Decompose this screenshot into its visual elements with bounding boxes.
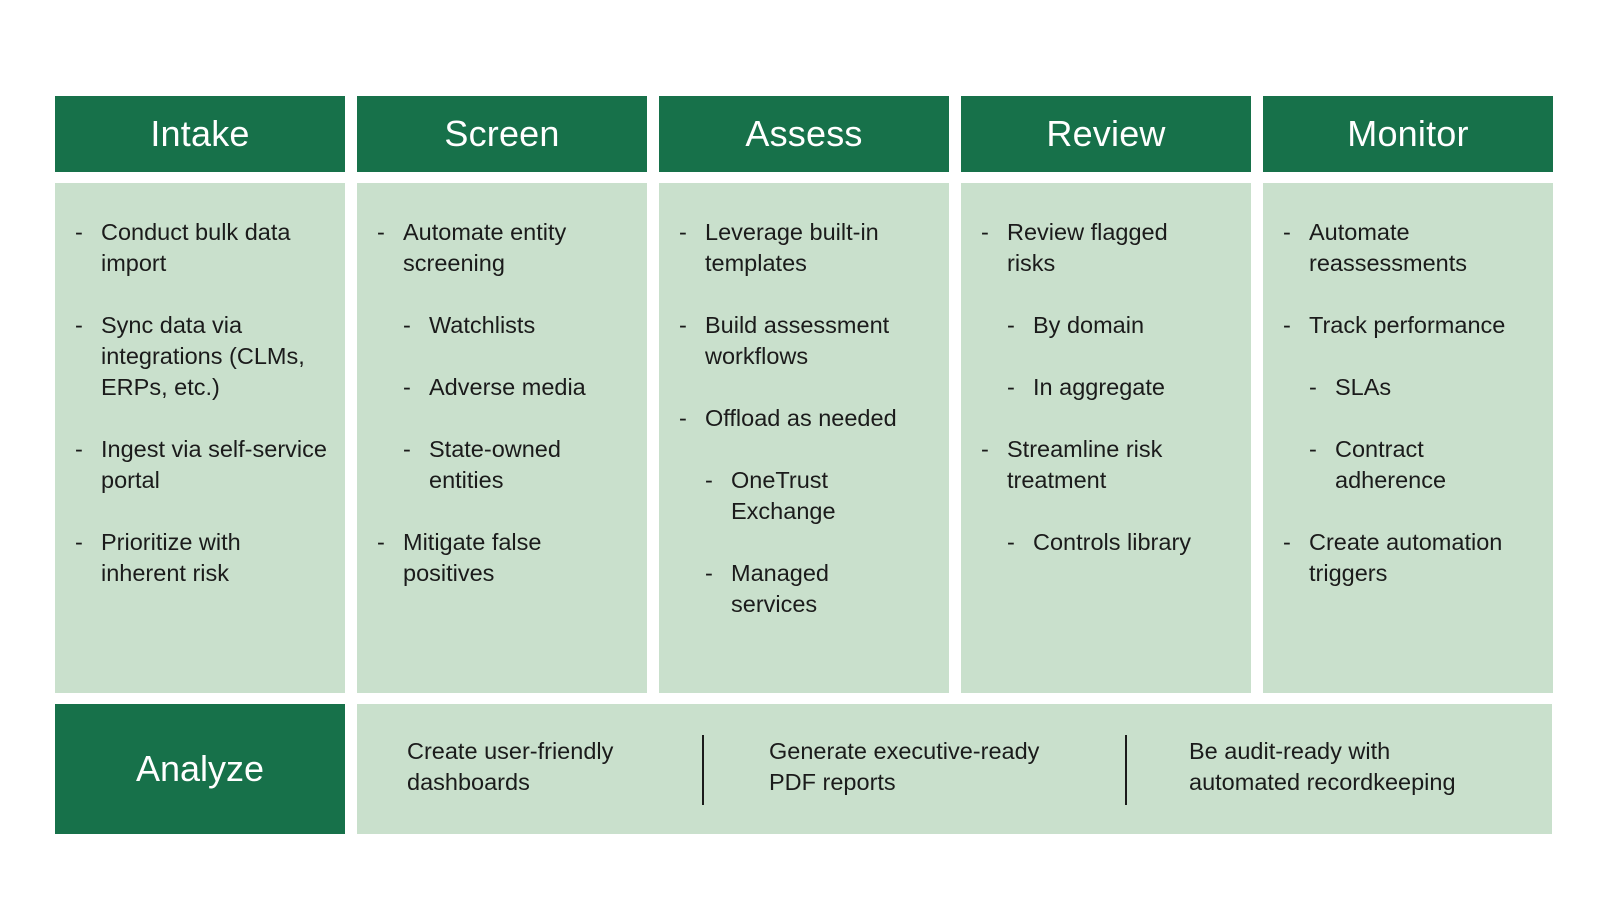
list-subitem: -Managed services bbox=[705, 560, 829, 617]
column-panel-screen: -Automate entity screening -Watchlists -… bbox=[357, 183, 647, 693]
bullet-dash: - bbox=[377, 529, 385, 555]
bullet-dash: - bbox=[403, 374, 411, 400]
column-panel-intake: -Conduct bulk data import -Sync data via… bbox=[55, 183, 345, 693]
bullet-dash: - bbox=[75, 312, 83, 338]
list-item: -Conduct bulk data import bbox=[75, 219, 291, 276]
list-subitem: -Contract adherence bbox=[1309, 436, 1447, 493]
list-item: -Mitigate false positives bbox=[377, 529, 542, 586]
bullet-dash: - bbox=[705, 467, 713, 493]
divider bbox=[702, 735, 704, 805]
analyze-item: Create user-friendly dashboards bbox=[407, 738, 614, 795]
bullet-dash: - bbox=[1283, 312, 1291, 338]
bullet-dash: - bbox=[75, 219, 83, 245]
analyze-panel: Create user-friendly dashboards Generate… bbox=[357, 704, 1552, 834]
list-subitem: -Watchlists bbox=[403, 310, 629, 341]
list-item: -Sync data via integrations (CLMs, ERPs,… bbox=[75, 312, 305, 400]
bullet-dash: - bbox=[679, 312, 687, 338]
bullet-dash: - bbox=[403, 436, 411, 462]
bullet-dash: - bbox=[981, 219, 989, 245]
analyze-header: Analyze bbox=[55, 704, 345, 834]
list-item: -Automate reassessments bbox=[1283, 219, 1468, 276]
bullet-dash: - bbox=[679, 405, 687, 431]
list-item: -Review flagged risks bbox=[981, 219, 1168, 276]
analyze-item: Be audit-ready with automated recordkeep… bbox=[1189, 738, 1456, 795]
bullet-dash: - bbox=[377, 219, 385, 245]
list-item: -Streamline risk treatment bbox=[981, 436, 1163, 493]
list-item: -Offload as needed bbox=[679, 403, 945, 434]
bullet-dash: - bbox=[1309, 436, 1317, 462]
bullet-dash: - bbox=[75, 436, 83, 462]
column-header-assess: Assess bbox=[659, 96, 949, 172]
column-header-intake: Intake bbox=[55, 96, 345, 172]
list-item: -Leverage built-in templates bbox=[679, 219, 879, 276]
list-subitem: -Adverse media bbox=[403, 372, 629, 403]
bullet-dash: - bbox=[75, 529, 83, 555]
list-item: -Automate entity screening bbox=[377, 219, 567, 276]
bullet-dash: - bbox=[1283, 529, 1291, 555]
list-subitem: -OneTrust Exchange bbox=[705, 467, 836, 524]
bullet-dash: - bbox=[1007, 312, 1015, 338]
column-panel-monitor: -Automate reassessments -Track performan… bbox=[1263, 183, 1553, 693]
column-header-screen: Screen bbox=[357, 96, 647, 172]
list-subitem: -Controls library bbox=[1007, 527, 1253, 558]
bullet-dash: - bbox=[981, 436, 989, 462]
bullet-dash: - bbox=[1007, 529, 1015, 555]
list-item: -Build assessment workflows bbox=[679, 312, 890, 369]
column-header-review: Review bbox=[961, 96, 1251, 172]
column-panel-assess: -Leverage built-in templates -Build asse… bbox=[659, 183, 949, 693]
list-subitem: -SLAs bbox=[1309, 372, 1535, 403]
list-item: -Create automation triggers bbox=[1283, 529, 1503, 586]
divider bbox=[1125, 735, 1127, 805]
bullet-dash: - bbox=[679, 219, 687, 245]
bullet-dash: - bbox=[403, 312, 411, 338]
list-item: -Track performance bbox=[1283, 310, 1559, 341]
bullet-dash: - bbox=[1309, 374, 1317, 400]
list-subitem: -State-owned entities bbox=[403, 436, 561, 493]
list-subitem: -By domain bbox=[1007, 310, 1233, 341]
bullet-dash: - bbox=[705, 560, 713, 586]
column-panel-review: -Review flagged risks -By domain -In agg… bbox=[961, 183, 1251, 693]
list-item: -Prioritize with inherent risk bbox=[75, 529, 241, 586]
list-item: -Ingest via self-service portal bbox=[75, 436, 327, 493]
list-subitem: -In aggregate bbox=[1007, 372, 1233, 403]
bullet-dash: - bbox=[1283, 219, 1291, 245]
bullet-dash: - bbox=[1007, 374, 1015, 400]
analyze-item: Generate executive-ready PDF reports bbox=[769, 738, 1040, 795]
column-header-monitor: Monitor bbox=[1263, 96, 1553, 172]
